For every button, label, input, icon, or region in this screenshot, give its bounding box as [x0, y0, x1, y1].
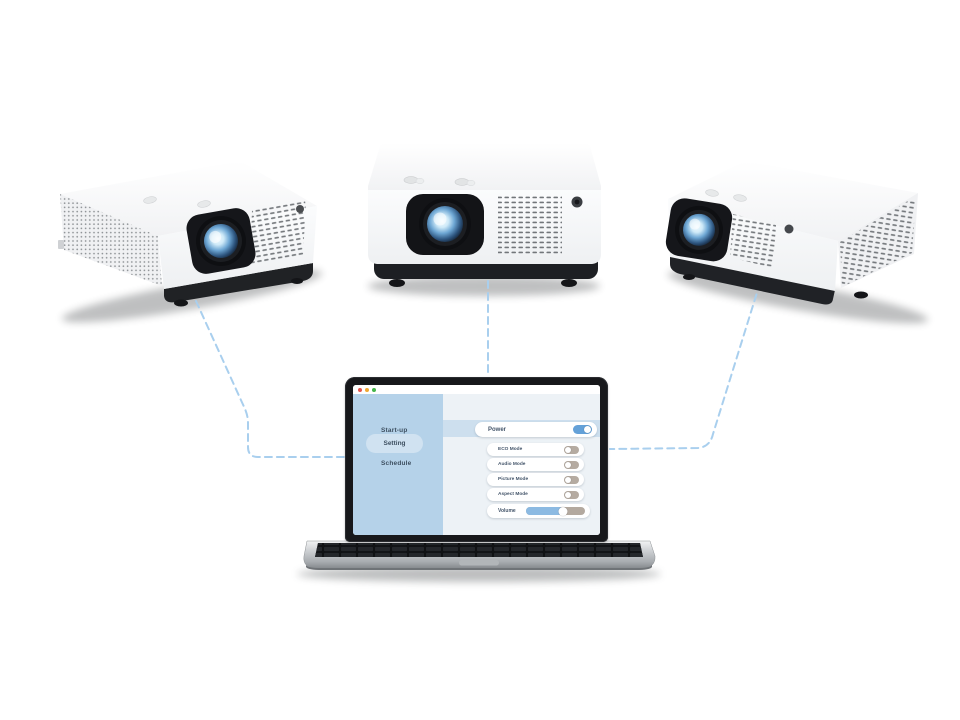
power-toggle-knob: [584, 426, 591, 433]
sidebar-item-setting[interactable]: Setting: [366, 434, 423, 453]
aspect-mode-row: Aspect Mode: [487, 488, 584, 501]
volume-slider-knob[interactable]: [558, 506, 568, 516]
picture-mode-label: Picture Mode: [498, 477, 529, 482]
audio-mode-row: Audio Mode: [487, 458, 584, 471]
connection-line-right: [609, 282, 761, 450]
power-row: Power: [475, 422, 597, 437]
ir-sensor-left: [296, 205, 304, 213]
volume-row: Volume: [487, 504, 590, 518]
projector-center: [368, 143, 601, 287]
lens-right: [665, 198, 733, 262]
sidebar-item-startup[interactable]: Start-up: [381, 427, 408, 434]
sidebar-item-schedule[interactable]: Schedule: [381, 460, 412, 467]
lens-center: [419, 198, 471, 250]
aspect-mode-label: Aspect Mode: [498, 492, 528, 497]
volume-slider[interactable]: [526, 506, 585, 516]
close-window-icon[interactable]: [358, 387, 362, 392]
picture-mode-toggle[interactable]: [564, 475, 579, 484]
aspect-mode-toggle[interactable]: [564, 490, 579, 499]
power-toggle[interactable]: [573, 425, 592, 434]
lens-left: [186, 208, 256, 274]
picture-mode-row: Picture Mode: [487, 473, 584, 486]
connection-line-left: [195, 300, 346, 458]
remote-control-app-window: Start-up Setting Schedule Power ECO Mode: [353, 385, 600, 535]
power-label: Power: [488, 426, 507, 433]
volume-slider-fill: [526, 507, 564, 515]
app-main: Start-up Setting Schedule Power ECO Mode: [353, 394, 600, 535]
eco-mode-row: ECO Mode: [487, 443, 584, 456]
audio-mode-label: Audio Mode: [498, 462, 526, 467]
app-sidebar: Start-up Setting Schedule: [353, 394, 443, 535]
ir-sensor-right: [784, 224, 794, 234]
minimize-window-icon[interactable]: [365, 387, 369, 392]
window-titlebar: [353, 385, 600, 394]
eco-mode-toggle[interactable]: [564, 445, 579, 454]
eco-mode-label: ECO Mode: [498, 447, 523, 452]
settings-panel: Power ECO Mode Audio Mode: [443, 394, 600, 535]
volume-label: Volume: [498, 508, 516, 514]
maximize-window-icon[interactable]: [372, 387, 376, 392]
audio-mode-toggle[interactable]: [564, 460, 579, 469]
projector-left: [58, 161, 317, 307]
laptop-screen: Start-up Setting Schedule Power ECO Mode: [345, 377, 608, 542]
laptop-base: [303, 540, 656, 570]
projector-right: [665, 161, 918, 305]
trackpad-notch: [459, 560, 499, 566]
